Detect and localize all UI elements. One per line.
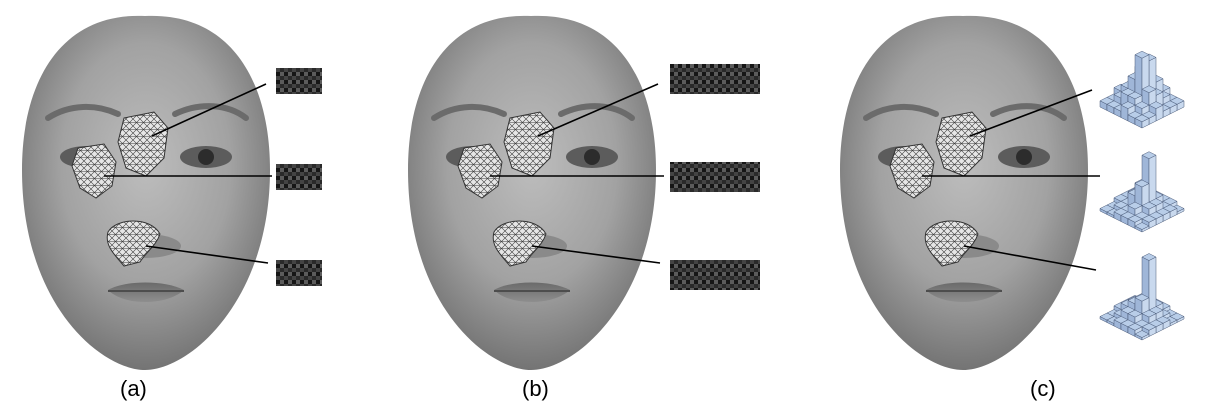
- feature-patch-b-nose: [670, 260, 760, 290]
- histogram-eye: [1100, 152, 1184, 232]
- histogram-forehead: [1100, 51, 1184, 128]
- feature-patch-a-forehead: [276, 68, 322, 94]
- histogram-nose: [1100, 254, 1184, 341]
- feature-patch-a-eye: [276, 164, 322, 190]
- panel-c: [840, 16, 1184, 370]
- caption-b: (b): [522, 376, 549, 402]
- face-c: [840, 16, 1088, 370]
- panel-b: [408, 16, 760, 370]
- feature-patch-b-forehead: [670, 64, 760, 94]
- face-a: [22, 16, 270, 370]
- feature-patch-a-nose: [276, 260, 322, 286]
- caption-c: (c): [1030, 376, 1056, 402]
- feature-patch-b-eye: [670, 162, 760, 192]
- caption-a: (a): [120, 376, 147, 402]
- panel-a: [22, 16, 322, 370]
- face-b: [408, 16, 656, 370]
